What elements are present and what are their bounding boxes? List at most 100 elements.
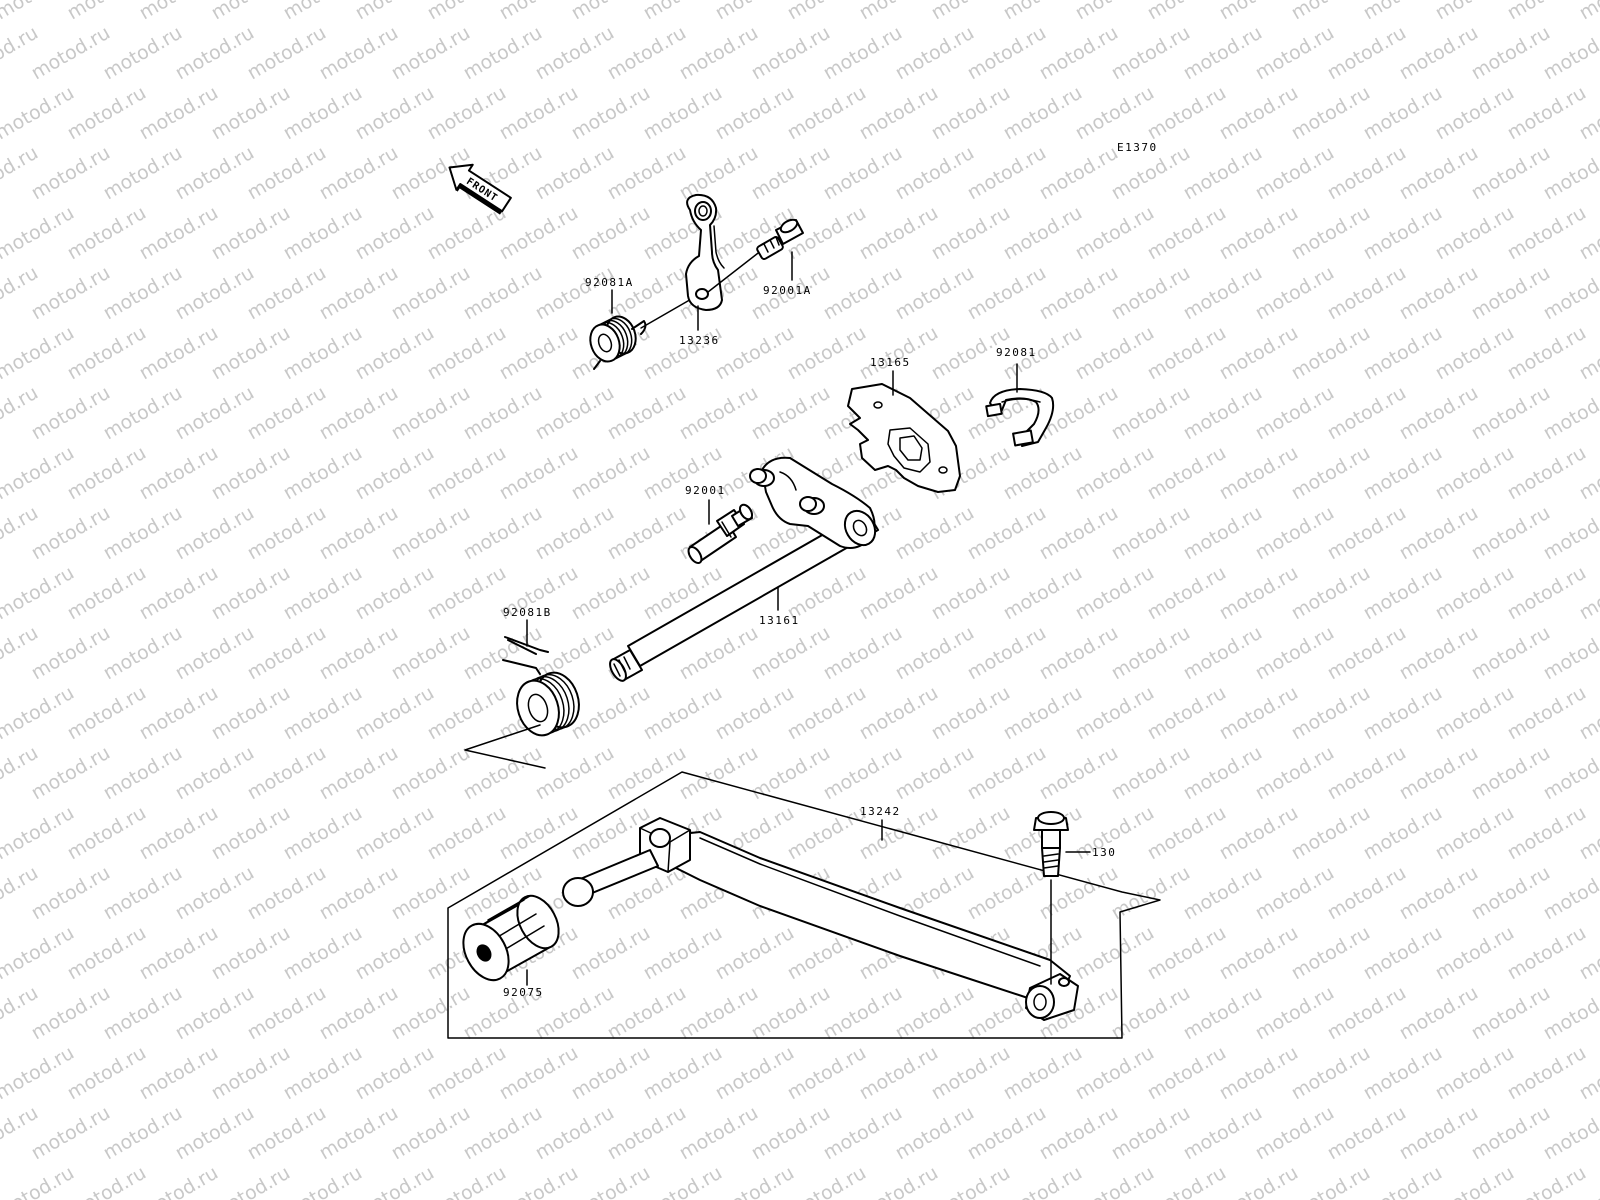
watermark-text: motod.ru (1144, 922, 1230, 985)
watermark-text: motod.ru (1000, 82, 1086, 145)
watermark-text: motod.ru (1288, 682, 1374, 745)
watermark-text: motod.ru (1432, 562, 1518, 625)
watermark-text: motod.ru (604, 982, 690, 1045)
watermark-text: motod.ru (1324, 862, 1410, 925)
watermark-text: motod.ru (568, 562, 654, 625)
watermark-text: motod.ru (1360, 802, 1446, 865)
watermark-text: motod.ru (1432, 82, 1518, 145)
watermark-text: motod.ru (244, 262, 330, 325)
watermark-text: motod.ru (1432, 802, 1518, 865)
watermark-text: motod.ru (1216, 1042, 1302, 1105)
watermark-text: motod.ru (1252, 862, 1338, 925)
watermark-text: motod.ru (244, 382, 330, 445)
watermark-text: motod.ru (1324, 382, 1410, 445)
watermark-text: motod.ru (1288, 442, 1374, 505)
watermark-text: motod.ru (1000, 202, 1086, 265)
watermark-text: motod.ru (892, 622, 978, 685)
watermark-text: motod.ru (964, 622, 1050, 685)
watermark-text: motod.ru (892, 262, 978, 325)
watermark-text: motod.ru (1072, 1042, 1158, 1105)
lever-assembly-frame (447, 771, 1161, 1039)
watermark-text: motod.ru (244, 862, 330, 925)
watermark-text: motod.ru (1216, 322, 1302, 385)
watermark-text: motod.ru (1108, 982, 1194, 1045)
watermark-text: motod.ru (820, 982, 906, 1045)
watermark-text: motod.ru (496, 322, 582, 385)
watermark-text: motod.ru (568, 682, 654, 745)
watermark-text: motod.ru (1180, 742, 1266, 805)
watermark-text: motod.ru (568, 922, 654, 985)
watermark-text: motod.ru (1540, 382, 1600, 445)
watermark-text: motod.ru (1540, 742, 1600, 805)
watermark-text: motod.ru (820, 622, 906, 685)
watermark-text: motod.ru (1252, 262, 1338, 325)
clip-92081 (985, 388, 1055, 447)
watermark-text: motod.ru (1432, 682, 1518, 745)
watermark-text: motod.ru (856, 682, 942, 745)
watermark-text: motod.ru (64, 562, 150, 625)
watermark-text: motod.ru (388, 862, 474, 925)
watermark-text: motod.ru (0, 682, 78, 745)
watermark-text: motod.ru (856, 322, 942, 385)
watermark-text: motod.ru (1396, 382, 1482, 445)
watermark-text: motod.ru (820, 142, 906, 205)
watermark-text: motod.ru (1144, 1042, 1230, 1105)
watermark-text: motod.ru (1252, 622, 1338, 685)
watermark-text: motod.ru (532, 262, 618, 325)
watermark-text: motod.ru (1432, 202, 1518, 265)
watermark-text: motod.ru (460, 262, 546, 325)
watermark-text: motod.ru (496, 442, 582, 505)
watermark-text: motod.ru (676, 142, 762, 205)
watermark-text: motod.ru (244, 622, 330, 685)
watermark-text: motod.ru (1468, 742, 1554, 805)
watermark-text: motod.ru (280, 202, 366, 265)
watermark-text: motod.ru (316, 982, 402, 1045)
watermark-text: motod.ru (1288, 922, 1374, 985)
watermark-text: motod.ru (352, 442, 438, 505)
watermark-text: motod.ru (1288, 802, 1374, 865)
watermark-text: motod.ru (748, 1102, 834, 1165)
watermark-text: motod.ru (1216, 202, 1302, 265)
watermark-text: motod.ru (1036, 142, 1122, 205)
watermark-text: motod.ru (244, 502, 330, 565)
watermark-text: motod.ru (748, 142, 834, 205)
watermark-text: motod.ru (928, 82, 1014, 145)
label-92081: 92081 (996, 346, 1037, 359)
watermark-text: motod.ru (316, 1102, 402, 1165)
watermark-text: motod.ru (1072, 442, 1158, 505)
watermark-text: motod.ru (1180, 982, 1266, 1045)
watermark-text: motod.ru (64, 202, 150, 265)
watermark-text: motod.ru (244, 982, 330, 1045)
watermark-text: motod.ru (1468, 262, 1554, 325)
watermark-text: motod.ru (244, 742, 330, 805)
watermark-text: motod.ru (388, 1102, 474, 1165)
watermark-text: motod.ru (352, 922, 438, 985)
watermark-text: motod.ru (424, 322, 510, 385)
watermark-text: motod.ru (352, 82, 438, 145)
watermark-text: motod.ru (1540, 1102, 1600, 1165)
watermark-text: motod.ru (856, 1042, 942, 1105)
bolt-130 (1033, 811, 1069, 877)
watermark-text: motod.ru (172, 502, 258, 565)
bolt-92001 (687, 503, 754, 565)
watermark-text: motod.ru (1216, 802, 1302, 865)
watermark-text: motod.ru (820, 262, 906, 325)
watermark-text: motod.ru (208, 682, 294, 745)
watermark-text: motod.ru (964, 1102, 1050, 1165)
watermark-text: motod.ru (1072, 682, 1158, 745)
watermark-text: motod.ru (604, 262, 690, 325)
watermark-text: motod.ru (604, 22, 690, 85)
watermark-text: motod.ru (1360, 922, 1446, 985)
watermark-text: motod.ru (1144, 82, 1230, 145)
watermark-text: motod.ru (28, 382, 114, 445)
watermark-text: motod.ru (244, 1102, 330, 1165)
watermark-text: motod.ru (820, 22, 906, 85)
watermark-text: motod.ru (172, 862, 258, 925)
leader-arm-bolt (707, 249, 763, 293)
watermark-text: motod.ru (1144, 562, 1230, 625)
watermark-text: motod.ru (280, 682, 366, 745)
watermark-text: motod.ru (460, 382, 546, 445)
watermark-text: motod.ru (1540, 142, 1600, 205)
